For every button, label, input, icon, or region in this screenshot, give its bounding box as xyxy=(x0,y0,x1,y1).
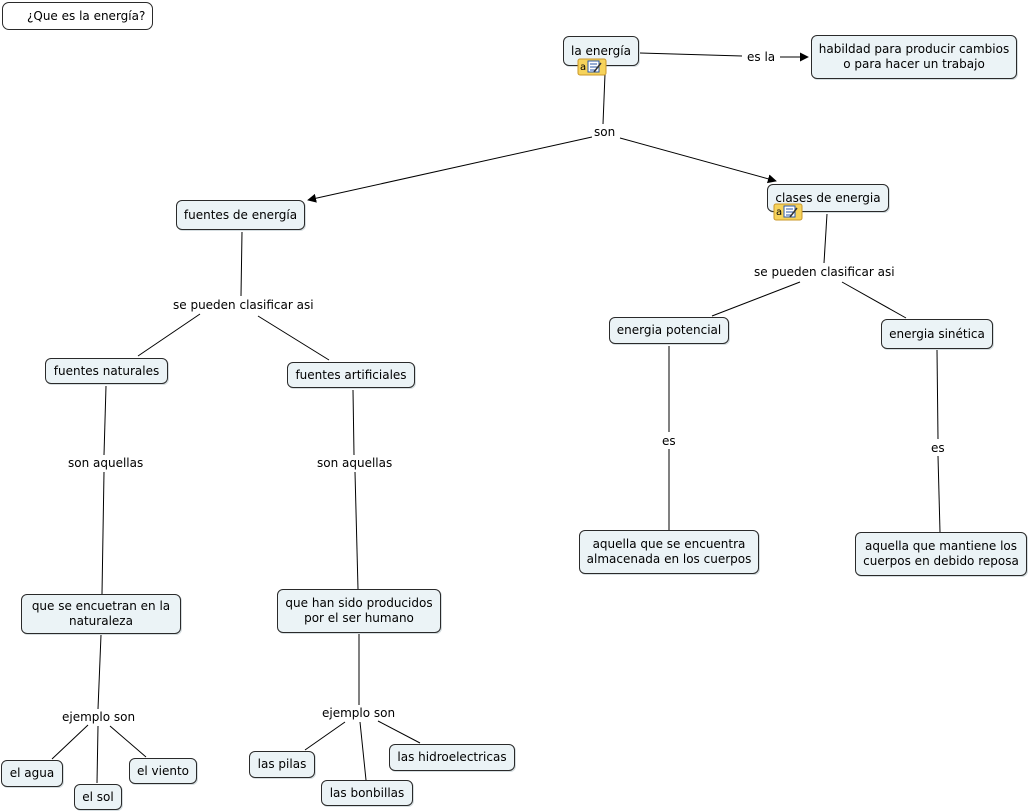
link-line xyxy=(101,471,105,595)
link-line xyxy=(823,213,828,264)
link-phrase-ejemplo-artificiales[interactable]: ejemplo son xyxy=(320,706,398,720)
link-line xyxy=(602,73,606,125)
concept-almacenada[interactable]: aquella que se encuentra almacenada en l… xyxy=(579,530,759,574)
link-line xyxy=(51,724,89,760)
concept-reposa[interactable]: aquella que mantiene los cuerpos en debi… xyxy=(855,532,1027,576)
link-line xyxy=(639,52,743,57)
link-line xyxy=(96,725,99,784)
concept-habilidad[interactable]: habildad para producir cambios o para ha… xyxy=(811,35,1017,79)
resource-note-icon[interactable]: a xyxy=(773,203,803,221)
map-title: ¿Que es la energía? xyxy=(2,2,153,30)
concept-las-hidroelectricas[interactable]: las hidroelectricas xyxy=(389,744,515,771)
concept-las-bonbillas[interactable]: las bonbillas xyxy=(321,780,413,806)
link-phrase-clasificar-fuentes[interactable]: se pueden clasificar asi xyxy=(171,298,316,312)
link-phrase-son[interactable]: son xyxy=(592,125,618,139)
link-line xyxy=(359,721,367,781)
link-line xyxy=(304,721,346,751)
link-line xyxy=(936,349,939,440)
concept-la-energia[interactable]: la energía xyxy=(563,36,639,66)
concept-clases-de-energia[interactable]: clases de energia xyxy=(767,184,889,212)
link-phrase-clasificar-clases[interactable]: se pueden clasificar asi xyxy=(752,265,897,279)
link-phrase-es-potencial[interactable]: es xyxy=(660,434,678,448)
link-line xyxy=(377,720,421,744)
link-line xyxy=(137,313,201,357)
link-line xyxy=(307,136,593,203)
link-line xyxy=(354,471,359,590)
link-line xyxy=(619,137,777,184)
link-line xyxy=(97,634,102,710)
link-phrase-ejemplo-naturales[interactable]: ejemplo son xyxy=(60,710,138,724)
concept-el-sol[interactable]: el sol xyxy=(74,784,122,810)
concept-ser-humano[interactable]: que han sido producidos por el ser human… xyxy=(277,589,441,633)
concept-energia-potencial[interactable]: energia potencial xyxy=(609,317,729,344)
resource-note-icon[interactable]: a xyxy=(577,58,607,76)
link-line xyxy=(841,281,907,319)
link-line xyxy=(937,455,941,533)
link-line xyxy=(257,315,330,361)
link-phrase-es-sinetica[interactable]: es xyxy=(929,441,947,455)
concept-el-agua[interactable]: el agua xyxy=(1,760,63,787)
concept-el-viento[interactable]: el viento xyxy=(129,758,197,784)
link-phrase-son-aquellas-artificiales[interactable]: son aquellas xyxy=(315,456,395,470)
link-line xyxy=(240,231,243,297)
link-line xyxy=(103,385,107,456)
concept-fuentes-de-energia[interactable]: fuentes de energía xyxy=(176,200,305,230)
svg-text:a: a xyxy=(580,62,586,73)
link-line xyxy=(109,725,147,758)
concept-naturaleza[interactable]: que se encuetran en la naturaleza xyxy=(21,594,181,634)
link-line xyxy=(711,281,801,317)
link-line xyxy=(352,389,355,456)
svg-text:a: a xyxy=(776,207,782,218)
concept-las-pilas[interactable]: las pilas xyxy=(249,751,315,778)
concept-energia-sinetica[interactable]: energia sinética xyxy=(881,319,993,349)
concept-fuentes-artificiales[interactable]: fuentes artificiales xyxy=(287,362,415,388)
concept-fuentes-naturales[interactable]: fuentes naturales xyxy=(45,358,168,384)
link-phrase-son-aquellas-naturales[interactable]: son aquellas xyxy=(66,456,146,470)
link-phrase-es-la[interactable]: es la xyxy=(745,50,778,64)
